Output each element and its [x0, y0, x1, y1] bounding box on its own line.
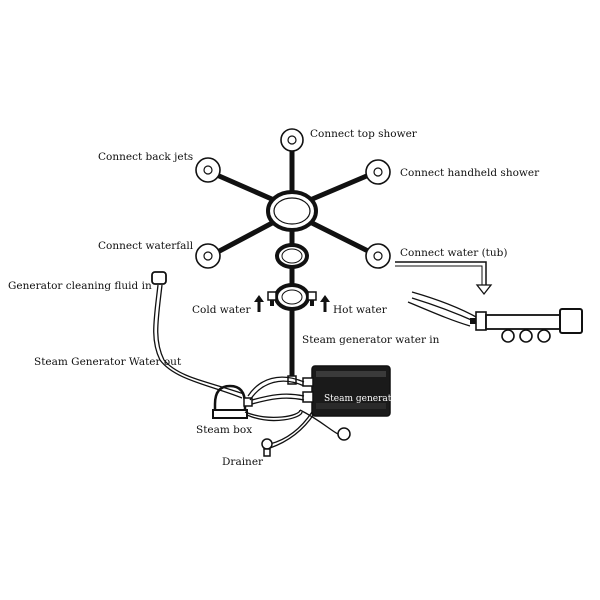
hoses: [153, 284, 339, 449]
cold-water-arrow: [254, 295, 264, 312]
cable-loop: [337, 427, 351, 441]
connect-back-jets-head: [195, 157, 221, 183]
label-handheld-shower: Connect handheld shower: [400, 167, 540, 179]
label-steam-generator: Steam generator: [324, 394, 402, 404]
label-cold-water: Cold water: [192, 304, 251, 316]
steam-generator-box: [302, 365, 391, 417]
panel-arms: [207, 143, 379, 258]
mixing-valve: [267, 283, 317, 311]
label-steam-gen-water-out: Steam Generator Water out: [34, 356, 182, 368]
arm-waterfall: [209, 219, 277, 258]
label-water-tub: Connect water (tub): [400, 247, 508, 259]
arm-tub: [307, 219, 379, 258]
cleaning-fluid-cup: [151, 271, 167, 285]
middle-valve: [275, 243, 309, 269]
tub-spout: [470, 308, 583, 343]
connect-waterfall-head: [195, 243, 221, 269]
label-back-jets: Connect back jets: [98, 151, 194, 163]
hot-water-arrow: [320, 295, 330, 312]
label-drainer: Drainer: [222, 456, 264, 468]
connect-tub-head: [365, 243, 391, 269]
diverter-hub: [266, 190, 318, 232]
label-hot-water: Hot water: [333, 304, 387, 316]
label-steam-box: Steam box: [196, 424, 253, 436]
label-cleaning-fluid: Generator cleaning fluid in: [8, 280, 152, 292]
label-steam-gen-water-in: Steam generator water in: [302, 334, 440, 346]
arm-back-jets: [207, 169, 277, 203]
tub-flow-arrowhead: [475, 284, 493, 296]
tub-flow-arrow: [395, 261, 487, 285]
steam-box-dome: [212, 384, 253, 419]
drainer-valve: [261, 438, 273, 457]
connect-handheld-head: [365, 159, 391, 185]
tub-hose: [407, 291, 479, 327]
tub-flow-arrow-inner: [395, 265, 483, 285]
steam-gen-water-in-fitting: [287, 375, 297, 385]
label-top-shower: Connect top shower: [310, 128, 417, 140]
arm-handheld: [307, 169, 379, 203]
label-waterfall: Connect waterfall: [98, 240, 194, 252]
connect-top-shower-head: [280, 128, 304, 152]
